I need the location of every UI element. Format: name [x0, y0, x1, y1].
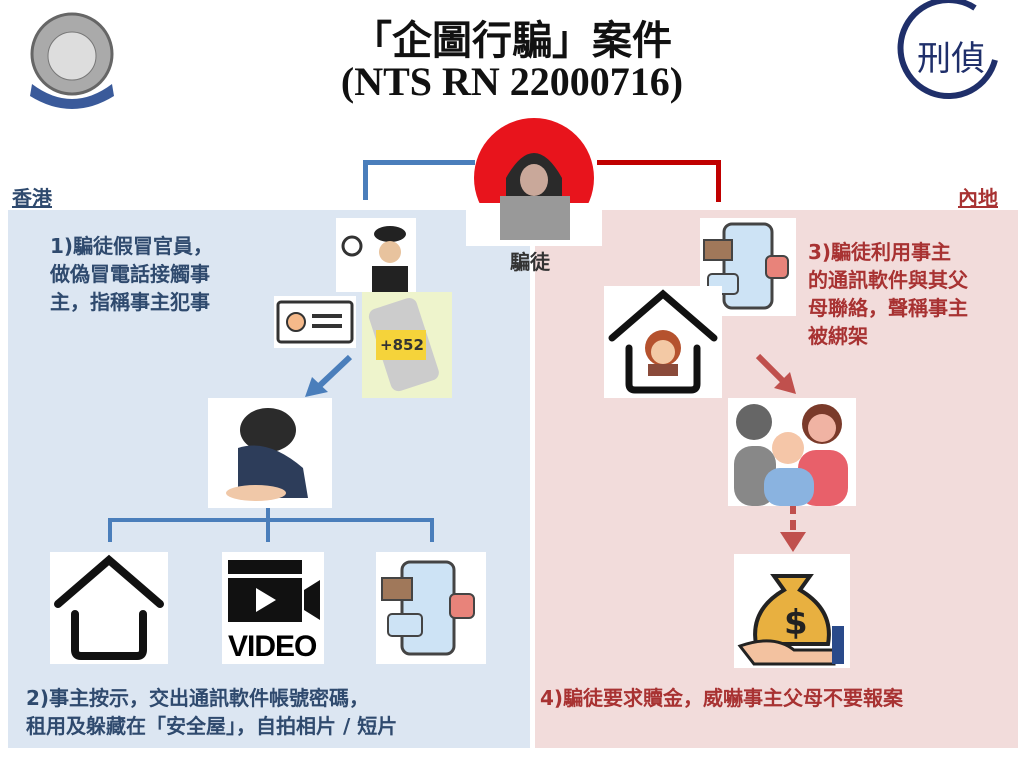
connector-left-down: [363, 160, 368, 200]
house-icon: [50, 552, 168, 664]
step2-line: 2)事主按示，交出通訊軟件帳號密碼，: [26, 686, 370, 710]
scammer-label: 騙徒: [510, 250, 550, 274]
arrow-down-left-icon: [300, 352, 360, 406]
step1-line: 1)騙徒假冒官員，: [50, 234, 214, 258]
phone-number-badge: +852: [380, 336, 424, 354]
video-icon: VIDEO: [222, 552, 324, 664]
svg-text:刑偵: 刑偵: [917, 39, 985, 79]
ransom-money-bag-icon: $: [734, 554, 850, 668]
step1-line: 做偽冒電話接觸事: [50, 262, 210, 286]
step3-line: 母聯絡，聲稱事主: [808, 296, 968, 320]
step1-text: 1)騙徒假冒官員， 做偽冒電話接觸事 主，指稱事主犯事: [50, 232, 213, 316]
case-number: (NTS RN 22000716): [340, 59, 684, 104]
branch-line: [430, 518, 434, 542]
region-hong-kong: 香港: [12, 186, 52, 210]
id-card-icon: [274, 296, 356, 348]
step3-line: 被綁架: [808, 324, 868, 348]
page-title: 「企圖行騙」案件: [352, 18, 672, 64]
victim-crying-icon: [208, 398, 332, 508]
branch-line: [266, 508, 270, 542]
connector-right: [597, 160, 721, 165]
svg-text:$: $: [784, 603, 808, 643]
scammer-icon: [466, 118, 602, 246]
house-with-victim-icon: [604, 286, 722, 398]
phone-call-icon: +852: [362, 292, 452, 398]
step2-text: 2)事主按示，交出通訊軟件帳號密碼， 租用及躲藏在「安全屋」，自拍相片 / 短片: [26, 684, 397, 740]
branch-line: [108, 518, 434, 522]
parents-icon: [728, 398, 856, 506]
connector-right-down: [716, 160, 721, 202]
step3-line: 3)騙徒利用事主: [808, 240, 952, 264]
police-officer-icon: [336, 218, 416, 292]
step2-line: 租用及躲藏在「安全屋」，自拍相片 / 短片: [26, 714, 398, 738]
messaging-phone-icon: [376, 552, 486, 664]
cid-logo: 刑偵: [895, 0, 1005, 110]
step1-line: 主，指稱事主犯事: [50, 290, 210, 314]
step3-line: 的通訊軟件與其父: [808, 268, 968, 292]
arrow-down-right-icon: [752, 350, 802, 404]
arrow-down-icon: [778, 506, 808, 558]
step4-text: 4)騙徒要求贖金，威嚇事主父母不要報案: [540, 686, 904, 710]
region-mainland: 內地: [958, 186, 998, 210]
step3-text: 3)騙徒利用事主 的通訊軟件與其父 母聯絡，聲稱事主 被綁架: [808, 238, 968, 350]
branch-line: [108, 518, 112, 542]
connector-left: [363, 160, 475, 165]
police-badge-logo: [22, 4, 122, 112]
video-label: VIDEO: [228, 630, 317, 663]
